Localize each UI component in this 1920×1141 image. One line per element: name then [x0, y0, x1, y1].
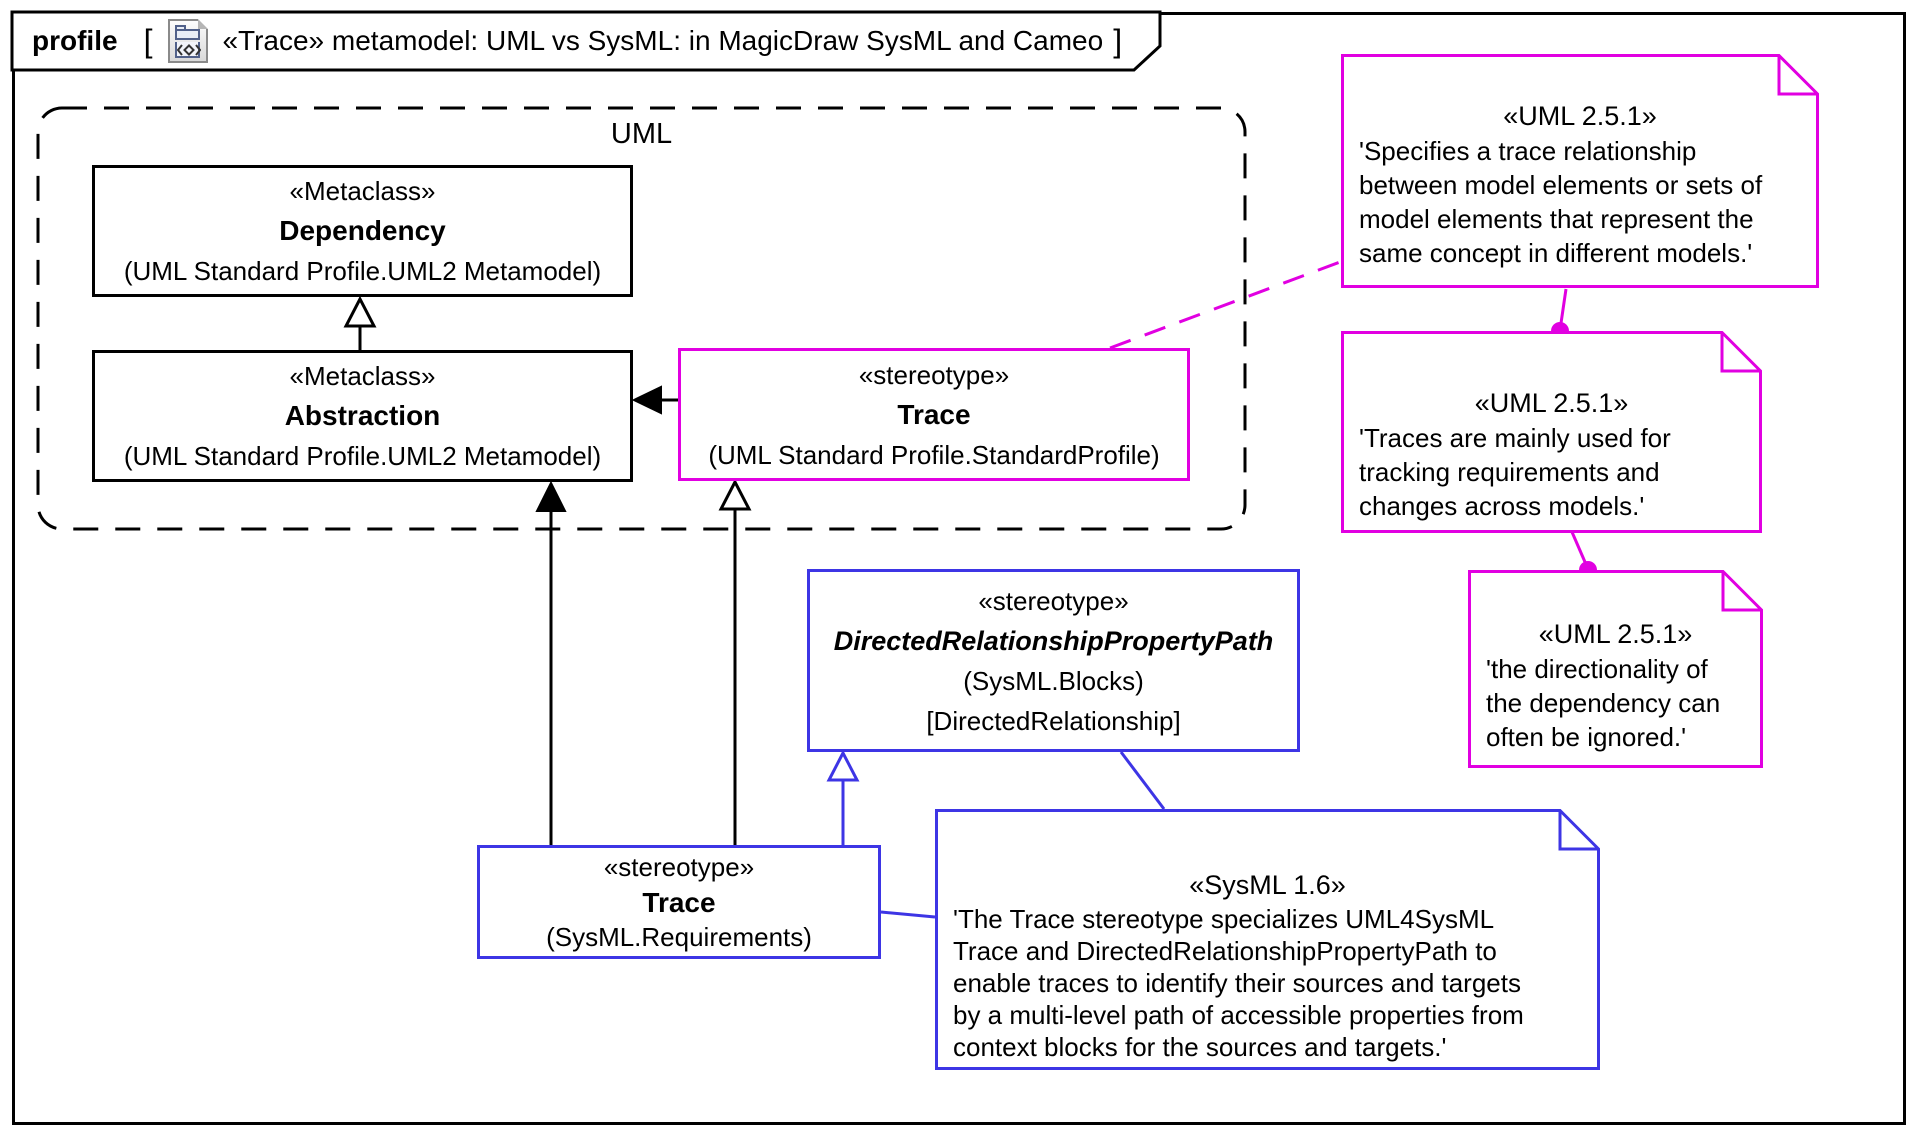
owning-package: (SysML.Requirements) — [546, 921, 812, 952]
note-heading: «UML 2.5.1» — [1474, 388, 1629, 418]
note-line: changes across models.' — [1359, 491, 1645, 521]
note-fold-corner — [1721, 571, 1762, 612]
note-line: between model elements or sets of — [1359, 170, 1763, 200]
note-heading: «UML 2.5.1» — [1503, 101, 1657, 131]
owning-package: (UML Standard Profile.UML2 Metamodel) — [123, 256, 602, 286]
stereotype-keyword: «stereotype» — [978, 585, 1129, 616]
tab-close-bracket: ] — [1113, 22, 1123, 59]
note-uml-traces-tracking[interactable]: «UML 2.5.1» 'Traces are mainly used for … — [1341, 331, 1762, 533]
note-fold-corner — [1720, 332, 1761, 373]
note-line: 'Traces are mainly used for — [1359, 423, 1671, 453]
note-line: by a multi-level path of accessible prop… — [953, 1000, 1524, 1030]
uml-package-label: UML — [610, 118, 673, 150]
note-line: 'Specifies a trace relationship — [1359, 136, 1697, 166]
note-line: often be ignored.' — [1486, 722, 1687, 752]
metaclass-box-abstraction[interactable]: «Metaclass» Abstraction (UML Standard Pr… — [92, 350, 633, 482]
diagram-frame-tab[interactable]: profile [ «Trace» metamodel: UML vs SysM… — [12, 14, 1158, 68]
stereotype-keyword: «Metaclass» — [289, 361, 436, 391]
element-name: Trace — [897, 398, 971, 430]
note-heading: «UML 2.5.1» — [1538, 619, 1693, 649]
stereotype-keyword: «stereotype» — [603, 851, 755, 882]
diagram-title: «Trace» metamodel: UML vs SysML: in Magi… — [222, 25, 1104, 56]
owning-package: (SysML.Blocks) — [963, 665, 1144, 696]
metaclass-box-dependency[interactable]: «Metaclass» Dependency (UML Standard Pro… — [92, 165, 633, 297]
note-line: context blocks for the sources and targe… — [953, 1032, 1447, 1062]
stereotype-box-sysml-trace[interactable]: «stereotype» Trace (SysML.Requirements) — [477, 845, 881, 959]
note-fold-corner — [1558, 810, 1599, 851]
element-name: Abstraction — [284, 400, 441, 431]
element-name: DirectedRelationshipPropertyPath — [833, 625, 1274, 656]
stereotype-keyword: «Metaclass» — [289, 176, 436, 206]
note-uml-directionality[interactable]: «UML 2.5.1» 'the directionality of the d… — [1468, 570, 1763, 768]
stereotype-box-drpp[interactable]: «stereotype» DirectedRelationshipPropert… — [807, 569, 1300, 752]
stereotype-keyword: «stereotype» — [858, 359, 1010, 390]
extended-metaclass: [DirectedRelationship] — [926, 705, 1181, 736]
note-uml-specifies-trace[interactable]: «UML 2.5.1» 'Specifies a trace relations… — [1341, 54, 1819, 288]
note-line: same concept in different models.' — [1359, 238, 1753, 268]
element-name: Trace — [642, 886, 716, 918]
owning-package: (UML Standard Profile.StandardProfile) — [708, 439, 1160, 470]
stereotype-box-uml-trace[interactable]: «stereotype» Trace (UML Standard Profile… — [678, 348, 1190, 481]
element-name: Dependency — [279, 215, 446, 246]
tab-open-bracket: [ — [143, 22, 153, 59]
note-line: Trace and DirectedRelationshipPropertyPa… — [953, 936, 1497, 966]
profile-diagram-icon — [168, 19, 209, 63]
note-line: model elements that represent the — [1359, 204, 1754, 234]
note-line: enable traces to identify their sources … — [953, 968, 1521, 998]
note-fold-corner — [1777, 55, 1818, 96]
note-line: tracking requirements and — [1359, 457, 1660, 487]
owning-package: (UML Standard Profile.UML2 Metamodel) — [123, 441, 602, 471]
note-line: 'The Trace stereotype specializes UML4Sy… — [953, 904, 1495, 934]
note-sysml-trace-specializes[interactable]: «SysML 1.6» 'The Trace stereotype specia… — [935, 809, 1600, 1070]
note-heading: «SysML 1.6» — [1189, 870, 1346, 900]
note-line: the dependency can — [1486, 688, 1721, 718]
note-line: 'the directionality of — [1486, 654, 1708, 684]
diagram-kind-label: profile — [32, 25, 118, 56]
